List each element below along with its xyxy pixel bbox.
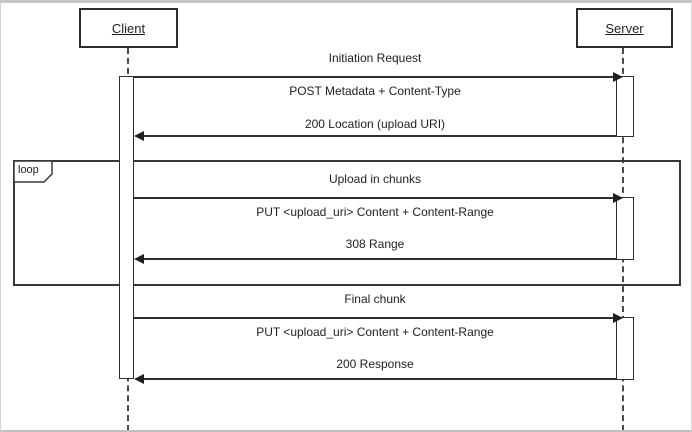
section-title: Final chunk bbox=[344, 292, 406, 306]
server-activation-bar bbox=[616, 317, 634, 380]
arrowhead-left-icon bbox=[134, 374, 144, 384]
response-message-label: 308 Range bbox=[345, 237, 405, 251]
arrowhead-left-icon bbox=[134, 254, 144, 264]
arrowhead-right-icon bbox=[613, 72, 623, 82]
request-message-label: POST Metadata + Content-Type bbox=[289, 84, 461, 98]
request-message-label: PUT <upload_uri> Content + Content-Range bbox=[256, 325, 494, 339]
request-message-line bbox=[134, 317, 616, 319]
server-activation-bar bbox=[616, 197, 634, 260]
client-activation-bar bbox=[119, 76, 134, 379]
client-actor-box: Client bbox=[79, 8, 178, 48]
server-activation-bar bbox=[616, 76, 634, 137]
server-actor-box: Server bbox=[576, 8, 673, 48]
request-message-label: PUT <upload_uri> Content + Content-Range bbox=[256, 205, 494, 219]
request-message-line bbox=[134, 76, 616, 78]
response-message-line bbox=[136, 258, 616, 260]
arrowhead-right-icon bbox=[613, 313, 623, 323]
section-title: Upload in chunks bbox=[328, 172, 422, 186]
loop-label-tab bbox=[13, 160, 53, 183]
section-title: Initiation Request bbox=[328, 51, 422, 65]
client-actor-label: Client bbox=[111, 20, 146, 36]
arrowhead-right-icon bbox=[613, 193, 623, 203]
response-message-label: 200 Response bbox=[336, 357, 414, 371]
request-message-line bbox=[134, 197, 616, 199]
loop-frame bbox=[13, 160, 681, 286]
loop-label: loop bbox=[18, 164, 39, 176]
response-message-line bbox=[136, 378, 616, 380]
server-actor-label: Server bbox=[605, 20, 644, 36]
response-message-line bbox=[136, 135, 616, 137]
arrowhead-left-icon bbox=[134, 131, 144, 141]
response-message-label: 200 Location (upload URI) bbox=[304, 117, 446, 131]
